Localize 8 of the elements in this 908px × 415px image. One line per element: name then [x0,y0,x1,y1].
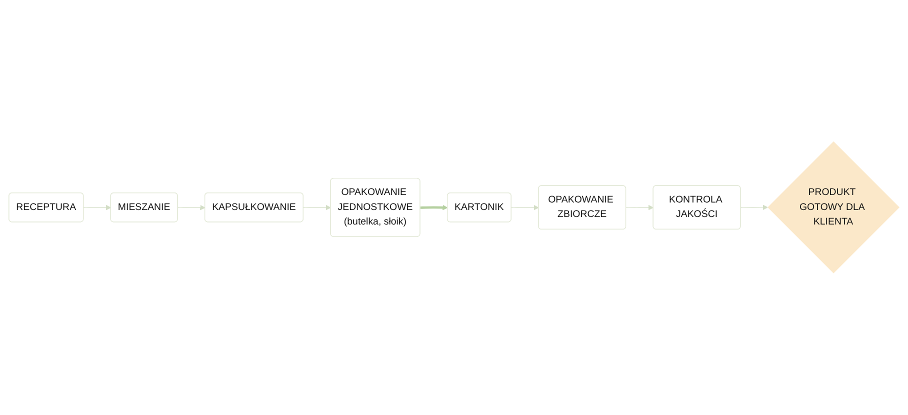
arrow [83,205,112,210]
arrow [178,205,206,210]
arrow [420,205,448,210]
node-diamond: PRODUKT GOTOWY DLA KLIENTA [768,142,900,274]
arrow [626,205,654,210]
arrow [511,205,539,210]
arrow [740,204,768,210]
arrow [303,205,331,210]
